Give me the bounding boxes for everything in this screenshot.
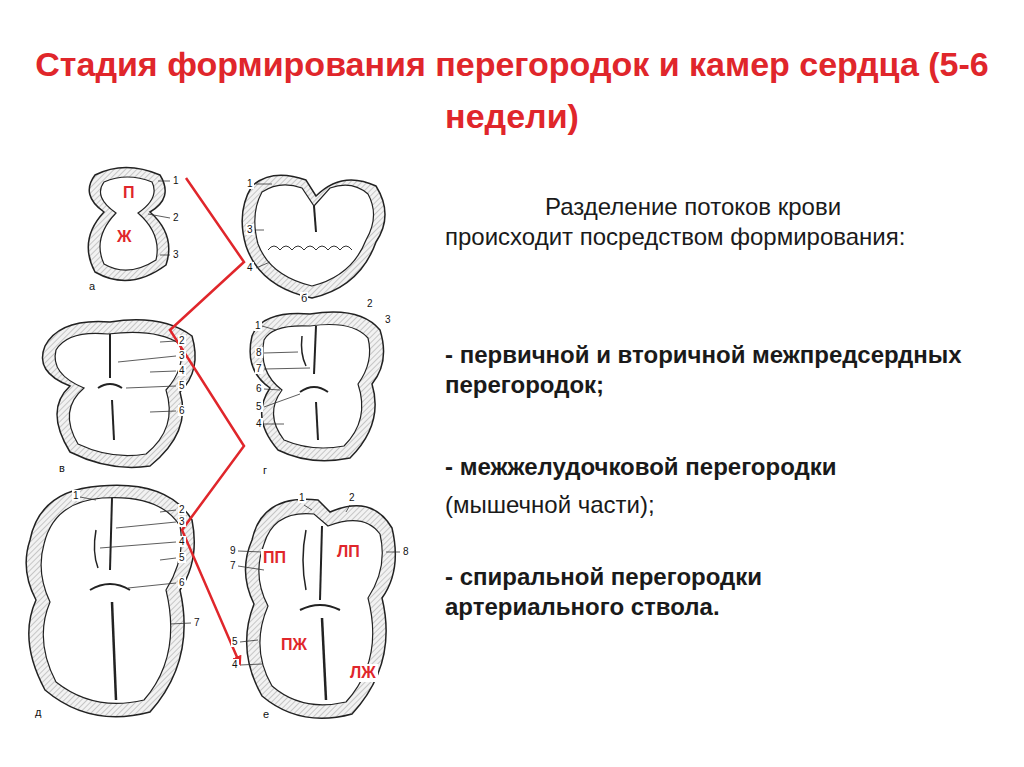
figure-letter: б <box>300 292 308 304</box>
callout-number: 6 <box>255 383 263 394</box>
callout-number: 3 <box>178 350 186 361</box>
chamber-label: Ж <box>115 228 133 246</box>
callout-number: 3 <box>246 224 254 235</box>
chamber-label: ПЖ <box>279 636 309 654</box>
callout-number: 5 <box>255 401 263 412</box>
callout-number: 4 <box>178 536 186 547</box>
callout-number: 7 <box>193 617 201 628</box>
figure-letter: е <box>262 708 270 720</box>
callout-number: 1 <box>254 320 262 331</box>
heart-figure-b <box>242 175 385 298</box>
callout-number: 1 <box>72 490 80 501</box>
callout-number: 4 <box>231 659 239 670</box>
callout-number: 2 <box>172 212 180 223</box>
heart-figure-a <box>88 168 170 281</box>
figure-letter: а <box>88 280 96 292</box>
callout-number: 5 <box>178 380 186 391</box>
heart-figure-e <box>238 499 400 718</box>
callout-number: 7 <box>229 560 237 571</box>
callout-number: 1 <box>172 175 180 186</box>
sequence-arrow <box>170 178 244 664</box>
figure-letter: г <box>262 464 268 476</box>
bullet-text: - первичной и вторичной межпредсердных п… <box>445 340 965 400</box>
bullet-text: - спиральной перегородки артериального с… <box>445 562 945 622</box>
bullet-note: (мышечной части); <box>445 490 945 520</box>
callout-number: 2 <box>348 492 356 503</box>
heart-figure-d <box>26 485 194 717</box>
callout-number: 1 <box>298 492 306 503</box>
chamber-label: ЛЖ <box>348 664 378 682</box>
callout-number: 3 <box>384 314 392 325</box>
callout-number: 5 <box>231 636 239 647</box>
bullet-text: - межжелудочковой перегородки <box>445 452 1005 482</box>
chamber-label: ЛП <box>335 543 362 561</box>
callout-number: 3 <box>178 516 186 527</box>
callout-number: 1 <box>246 178 254 189</box>
callout-number: 4 <box>255 418 263 429</box>
figure-letter: в <box>58 462 66 474</box>
callout-number: 2 <box>178 504 186 515</box>
callout-number: 3 <box>172 249 180 260</box>
callout-number: 6 <box>178 577 186 588</box>
callout-number: 6 <box>178 405 186 416</box>
callout-number: 8 <box>402 546 410 557</box>
callout-number: 2 <box>178 335 186 346</box>
chamber-label: П <box>121 184 137 202</box>
callout-number: 4 <box>178 365 186 376</box>
intro-text: Разделение потоков крови происходит поср… <box>445 192 945 252</box>
callout-number: 8 <box>255 347 263 358</box>
chamber-label: ПП <box>261 549 288 567</box>
callout-number: 5 <box>178 552 186 563</box>
slide-title: Стадия формирования перегородок и камер … <box>32 38 992 142</box>
heart-figure-v <box>42 320 195 468</box>
figure-letter: д <box>34 706 42 718</box>
callout-number: 2 <box>366 298 374 309</box>
callout-number: 7 <box>255 363 263 374</box>
heart-figure-g <box>250 312 383 461</box>
callout-number: 9 <box>229 545 237 556</box>
callout-number: 4 <box>246 262 254 273</box>
